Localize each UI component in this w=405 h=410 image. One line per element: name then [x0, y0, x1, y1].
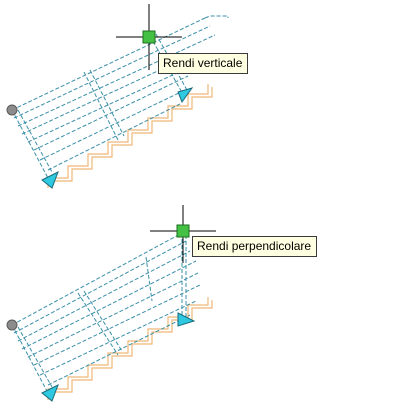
railing-lines: [11, 232, 201, 394]
scene-make-perpendicular: Rendi perpendicolare: [0, 205, 405, 410]
railing-lines: [11, 15, 229, 179]
stair-railing-drawing: [6, 4, 229, 189]
grip-triangle-icon[interactable]: [177, 87, 194, 104]
tooltip-make-vertical: Rendi verticale: [158, 53, 249, 74]
grip-triangle-icon[interactable]: [41, 383, 59, 402]
stair-outline: [47, 84, 213, 188]
endpoint-circle-icon[interactable]: [6, 104, 18, 116]
scene-make-vertical: Rendi verticale: [6, 4, 249, 189]
active-grip-square-icon[interactable]: [176, 224, 190, 238]
active-grip-square-icon[interactable]: [142, 30, 156, 44]
endpoint-circle-icon[interactable]: [6, 319, 18, 331]
stair-outline: [47, 297, 213, 400]
grip-triangle-icon[interactable]: [177, 312, 196, 327]
stair-railing-drawing: [6, 205, 216, 402]
tooltip-make-perpendicular: Rendi perpendicolare: [192, 236, 318, 257]
grip-triangle-icon[interactable]: [41, 170, 59, 189]
